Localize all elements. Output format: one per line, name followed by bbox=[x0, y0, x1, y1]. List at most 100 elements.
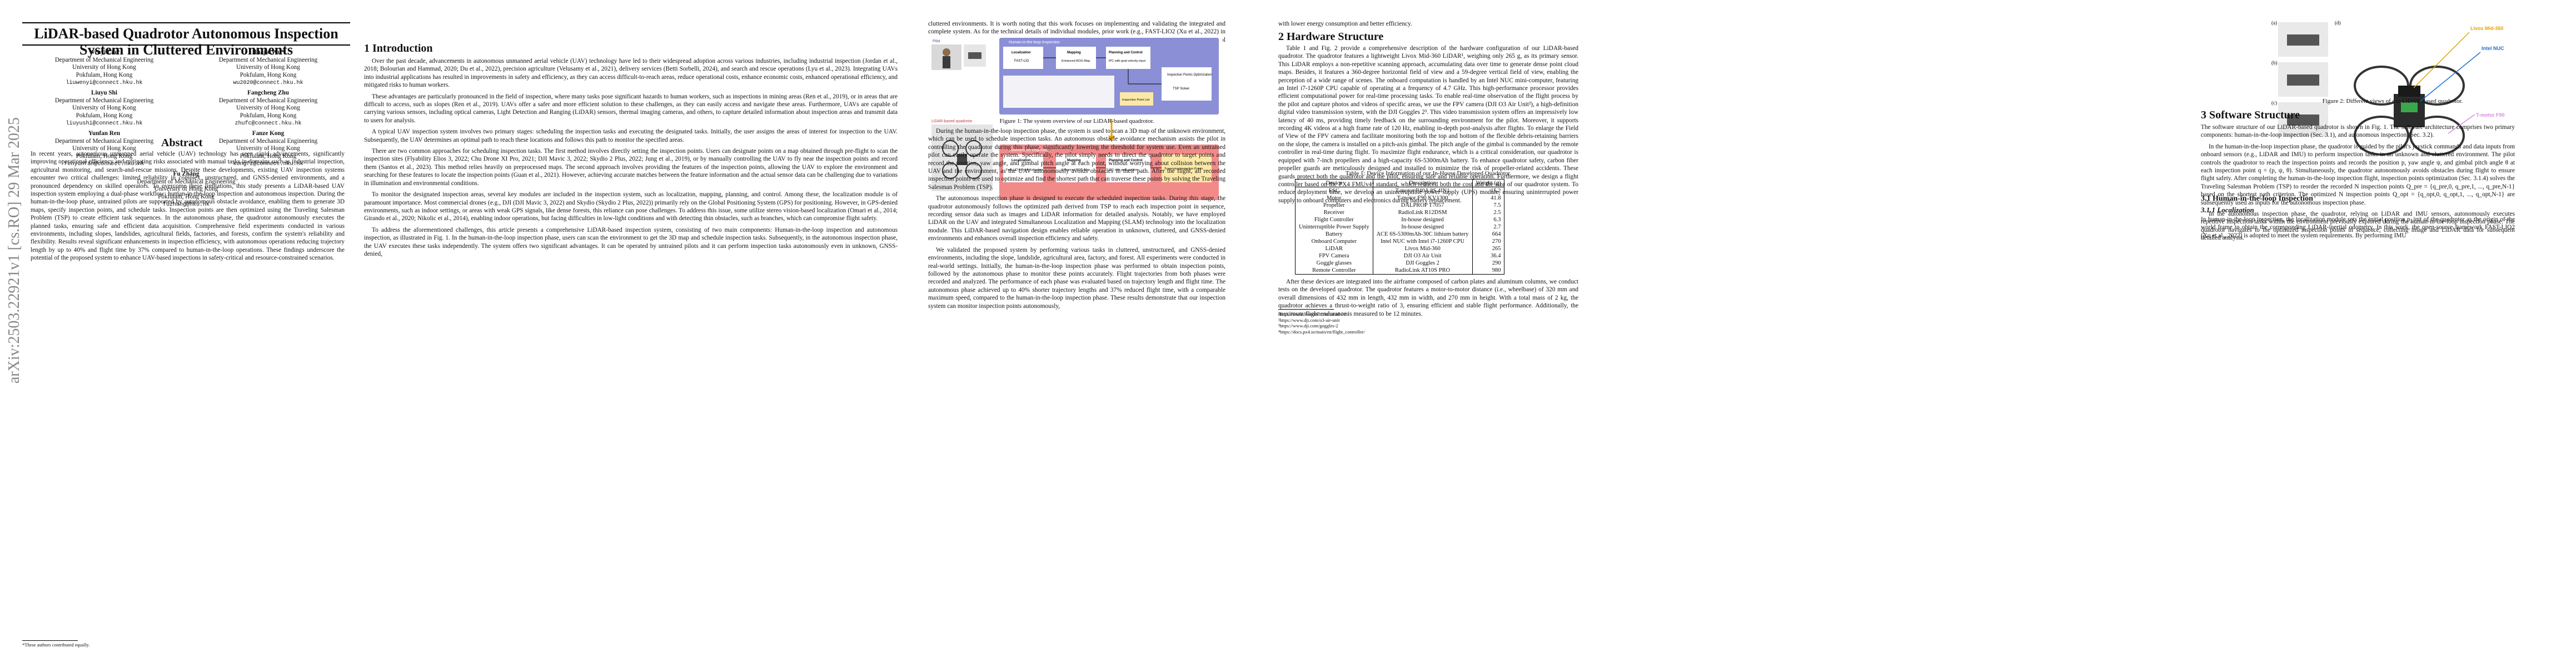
table-cell: Goggle glasses bbox=[1295, 260, 1373, 267]
uav-label: LiDAR-based quadrotor bbox=[931, 120, 973, 123]
table-cell: ACE 6S-5300mAh-30C lithium battery bbox=[1372, 231, 1473, 238]
table-cell: In-house designed bbox=[1372, 216, 1473, 223]
software-heading: 3 Software Structure bbox=[2201, 109, 2300, 121]
column-header: Device bbox=[1295, 179, 1373, 187]
table-cell: Propeller bbox=[1295, 202, 1373, 209]
table-cell: Flight Controller bbox=[1295, 216, 1373, 223]
svg-text:(d): (d) bbox=[2335, 20, 2341, 26]
svg-text:IPC with goal position: IPC with goal position bbox=[1109, 168, 1138, 172]
planning-box-2 bbox=[1106, 155, 1150, 182]
table-cell: 265 bbox=[1472, 245, 1505, 252]
table-cell: 270 bbox=[1472, 238, 1505, 245]
table-cell: 7.5 bbox=[1472, 202, 1505, 209]
svg-text:Planning and Control: Planning and Control bbox=[1109, 51, 1143, 54]
intro-heading: 1 Introduction bbox=[364, 42, 433, 54]
bottom-panel-title: Autonomous Inspection bbox=[1009, 148, 1049, 152]
arxiv-stamp-text: arXiv:2503.22921v1 [cs.RO] 29 Mar 2025 bbox=[6, 117, 23, 384]
title-top-rule bbox=[22, 22, 350, 23]
hardware-heading: 2 Hardware Structure bbox=[1278, 31, 1384, 43]
column-header: Weight (g) bbox=[1472, 179, 1505, 187]
footnote: *These authors contributed equally. bbox=[22, 642, 90, 648]
table-cell: DALPROP T7057 bbox=[1372, 202, 1473, 209]
svg-text:FAST-LIO: FAST-LIO bbox=[1014, 59, 1029, 63]
table-cell: LiDAR bbox=[1295, 245, 1373, 252]
figure-1-caption: Figure 1: The system overview of our LiD… bbox=[999, 118, 1154, 125]
svg-text:Mapping: Mapping bbox=[1067, 51, 1081, 54]
abstract-continuation bbox=[364, 20, 545, 31]
footnotes-p3: ¹https://www.livoxtech.com/mid-360 ²http… bbox=[1278, 311, 1365, 335]
table-cell: Receiver bbox=[1295, 209, 1373, 216]
svg-text:Mapping: Mapping bbox=[1067, 159, 1081, 162]
svg-text:Planning and Control: Planning and Control bbox=[1109, 159, 1143, 162]
page3-after-table: After these devices are integrated into … bbox=[1278, 278, 1578, 317]
svg-text:(b): (b) bbox=[2271, 60, 2278, 66]
table-cell: 980 bbox=[1472, 267, 1505, 275]
sec311-heading: 3.1.1 Localization bbox=[2201, 206, 2254, 214]
livox-label: Livox Mid-360 bbox=[2470, 26, 2504, 31]
abstract-text: In recent years, autonomous unmanned aer… bbox=[31, 151, 345, 262]
figure-1-top: Pilot Human-in-the-loop Inspection Local… bbox=[928, 37, 1223, 117]
svg-text:(c): (c) bbox=[2271, 100, 2277, 106]
svg-text:Localization: Localization bbox=[1012, 51, 1031, 54]
svg-text:Enhanced ROG-Map: Enhanced ROG-Map bbox=[1062, 168, 1090, 172]
point-list-box bbox=[1120, 92, 1153, 106]
figure-1-bottom: LiDAR-based quadrotor Autonomous Inspect… bbox=[931, 119, 1219, 200]
pilot-label: Pilot bbox=[933, 39, 940, 43]
figure-2: (a) (b) (c) (d) Livox Mid-360 Intel NUC … bbox=[2270, 19, 2515, 206]
table-cell: 36.4 bbox=[1472, 252, 1505, 260]
page2-body: During the human-in-the-loop inspection … bbox=[928, 128, 1225, 310]
table-cell: 2.5 bbox=[1472, 209, 1505, 216]
svg-text:Traversing Inspection Points: Traversing Inspection Points bbox=[1164, 167, 1203, 171]
table-header-row: Device Description Weight (g) bbox=[1295, 179, 1505, 187]
arxiv-stamp: arXiv:2503.22921v1 [cs.RO] 29 Mar 2025 bbox=[3, 22, 24, 389]
svg-text:(a): (a) bbox=[2271, 20, 2277, 26]
table-cell: RadioLink AT10S PRO bbox=[1372, 267, 1473, 275]
motor-label: T-motor F90 bbox=[2476, 112, 2505, 118]
mapping-box-2 bbox=[1056, 155, 1096, 182]
table-cell: T-motor F40A 8S 4IN1 bbox=[1372, 187, 1473, 195]
table-cell: Onboard Computer bbox=[1295, 238, 1373, 245]
localization-box bbox=[1003, 47, 1043, 69]
table-1-caption: Table 1: Device Information of our In-Ho… bbox=[1345, 170, 1512, 177]
table-cell: 290 bbox=[1472, 260, 1505, 267]
table-cell: In-house designed bbox=[1372, 223, 1473, 231]
tsp-box bbox=[1162, 67, 1212, 101]
table-cell: DJI O3 Air Unit bbox=[1372, 252, 1473, 260]
author-card: Huajie Wu*Department of Mechanical Engin… bbox=[218, 49, 318, 87]
sec31-heading: 3.1 Human-in-the-loop Inspection bbox=[2201, 195, 2313, 203]
abstract-heading: Abstract bbox=[161, 137, 203, 149]
table-cell: Motor bbox=[1295, 195, 1373, 202]
table-cell: Intel NUC with Intel i7-1260P CPU bbox=[1372, 238, 1473, 245]
svg-text:Inspection Points Optimization: Inspection Points Optimization bbox=[1167, 73, 1212, 77]
table-cell: 2.7 bbox=[1472, 223, 1505, 231]
page3-top-text: with lower energy consumption and better… bbox=[1278, 21, 1412, 27]
footnote-rule bbox=[22, 640, 78, 641]
footnote-rule-p3 bbox=[1278, 309, 1334, 310]
svg-text:Fast-LIO with relocalization: Fast-LIO with relocalization bbox=[1006, 168, 1043, 172]
paper-title: LiDAR-based Quadrotor Autonomous Inspect… bbox=[34, 26, 338, 58]
svg-text:Inspection Point List: Inspection Point List bbox=[1122, 98, 1150, 102]
table-cell: 664 bbox=[1472, 231, 1505, 238]
column-header: Description bbox=[1372, 179, 1473, 187]
sec311-text: In human-in-the-loop inspection, the loc… bbox=[2201, 216, 2515, 239]
table-cell: 41.8 bbox=[1472, 195, 1505, 202]
svg-text:TSP Solver: TSP Solver bbox=[1173, 87, 1189, 91]
table-cell: ESC bbox=[1295, 187, 1373, 195]
quadrotor-3d-view bbox=[2354, 66, 2465, 156]
table-cell: 6.3 bbox=[1472, 216, 1505, 223]
localization-box-2 bbox=[1003, 155, 1043, 182]
page-1: arXiv:2503.22921v1 [cs.RO] 29 Mar 2025 L… bbox=[0, 0, 572, 667]
